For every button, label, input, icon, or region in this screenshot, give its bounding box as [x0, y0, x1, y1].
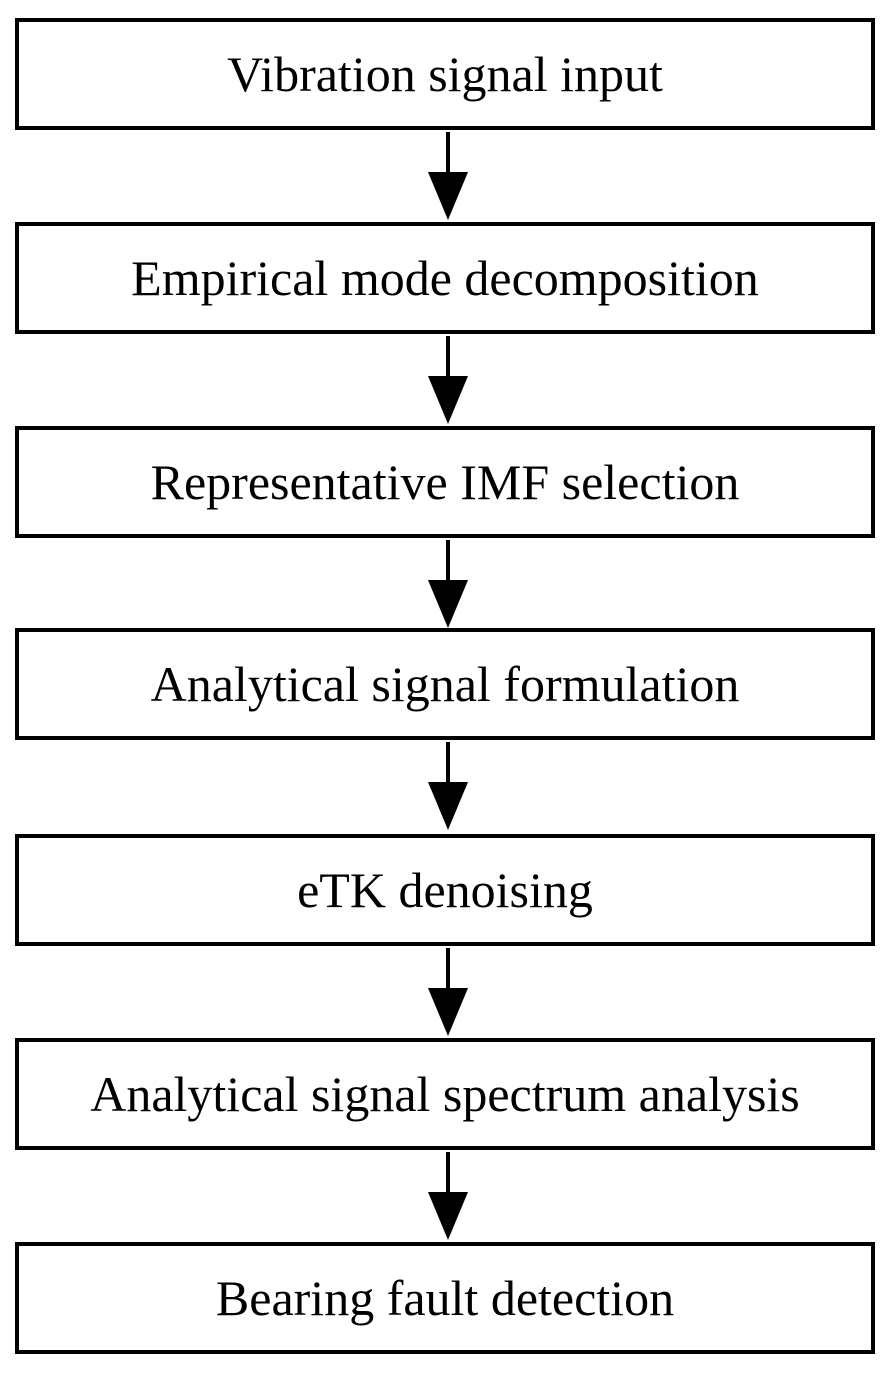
step-analytical-signal-formulation: Analytical signal formulation: [15, 628, 875, 740]
arrow-down-icon: [428, 540, 468, 628]
step-analytical-signal-spectrum-analysis: Analytical signal spectrum analysis: [15, 1038, 875, 1150]
step-empirical-mode-decomposition: Empirical mode decomposition: [15, 222, 875, 334]
arrow-down-icon: [428, 742, 468, 830]
step-bearing-fault-detection: Bearing fault detection: [15, 1242, 875, 1354]
step-vibration-signal-input: Vibration signal input: [15, 18, 875, 130]
arrow-down-icon: [428, 336, 468, 424]
step-label: Vibration signal input: [227, 46, 663, 102]
step-label: Analytical signal formulation: [150, 656, 740, 712]
arrow-down-icon: [428, 1152, 468, 1240]
step-label: Representative IMF selection: [150, 454, 740, 510]
step-label: Bearing fault detection: [215, 1270, 675, 1326]
step-etk-denoising: eTK denoising: [15, 834, 875, 946]
step-label: Analytical signal spectrum analysis: [90, 1066, 800, 1122]
step-label: eTK denoising: [297, 862, 593, 918]
step-representative-imf-selection: Representative IMF selection: [15, 426, 875, 538]
step-label: Empirical mode decomposition: [131, 250, 759, 306]
arrow-down-icon: [428, 948, 468, 1036]
arrow-down-icon: [428, 132, 468, 220]
